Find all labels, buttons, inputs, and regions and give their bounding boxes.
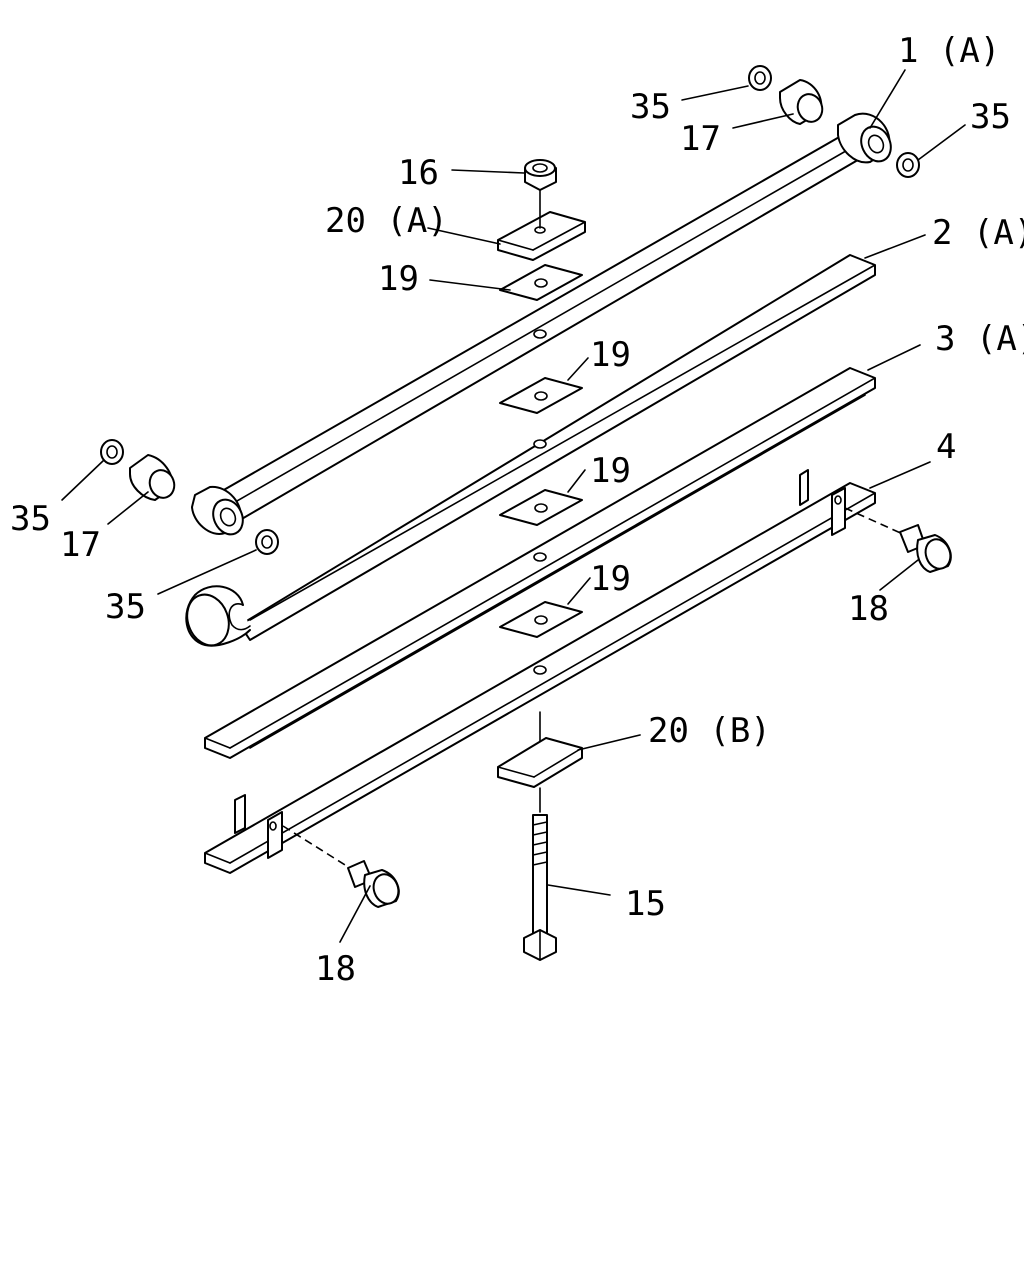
washer-35-left <box>100 439 124 465</box>
callout-19-b: 19 <box>590 451 631 491</box>
callout-35-right: 35 <box>970 97 1011 137</box>
bushing-17-left <box>129 454 176 501</box>
callout-2a: 2 (A) <box>932 213 1024 253</box>
callout-20a: 20 (A) <box>325 201 448 241</box>
leaf-3a <box>204 367 876 759</box>
callout-17-top: 17 <box>680 119 721 159</box>
bolt-18-left <box>347 860 400 908</box>
callout-18-right: 18 <box>848 589 889 629</box>
callout-4: 4 <box>936 427 956 467</box>
callout-20b: 20 (B) <box>648 711 771 751</box>
leaf-4-clip-left <box>234 794 283 859</box>
washer-35-mid <box>255 529 279 555</box>
callout-15: 15 <box>625 884 666 924</box>
pad-19-a <box>499 377 583 414</box>
callout-35-top: 35 <box>630 87 671 127</box>
leaf-1a-eye-right <box>837 112 892 164</box>
plate-20a <box>497 211 586 261</box>
leaf-4 <box>204 469 876 874</box>
bolt-15 <box>523 814 557 961</box>
pad-19-c <box>499 601 583 638</box>
washer-35-top <box>748 65 772 91</box>
leaf-4-clip-right <box>799 469 846 536</box>
callout-3a: 3 (A) <box>935 319 1024 359</box>
pad-19-b <box>499 489 583 526</box>
washer-35-right <box>896 152 920 178</box>
callout-35-left: 35 <box>10 499 51 539</box>
callout-19-top: 19 <box>378 259 419 299</box>
pad-19-top <box>499 264 583 301</box>
leaf-1a-eye-left <box>191 485 244 536</box>
callout-1a: 1 (A) <box>898 31 1000 71</box>
leader-lines <box>61 69 966 943</box>
callout-16: 16 <box>398 153 439 193</box>
bolt-18-right <box>899 524 952 573</box>
plate-20b <box>497 737 583 788</box>
leaf-2a-eye <box>185 585 251 647</box>
leaf-1a <box>191 112 892 536</box>
callout-35-mid: 35 <box>105 587 146 627</box>
callout-19-a: 19 <box>590 335 631 375</box>
callout-19-c: 19 <box>590 559 631 599</box>
callout-18-left: 18 <box>315 949 356 989</box>
nut-16 <box>524 159 557 191</box>
bushing-17-top <box>779 79 824 125</box>
leaf-2a <box>185 254 876 647</box>
callout-17-left: 17 <box>60 525 101 565</box>
